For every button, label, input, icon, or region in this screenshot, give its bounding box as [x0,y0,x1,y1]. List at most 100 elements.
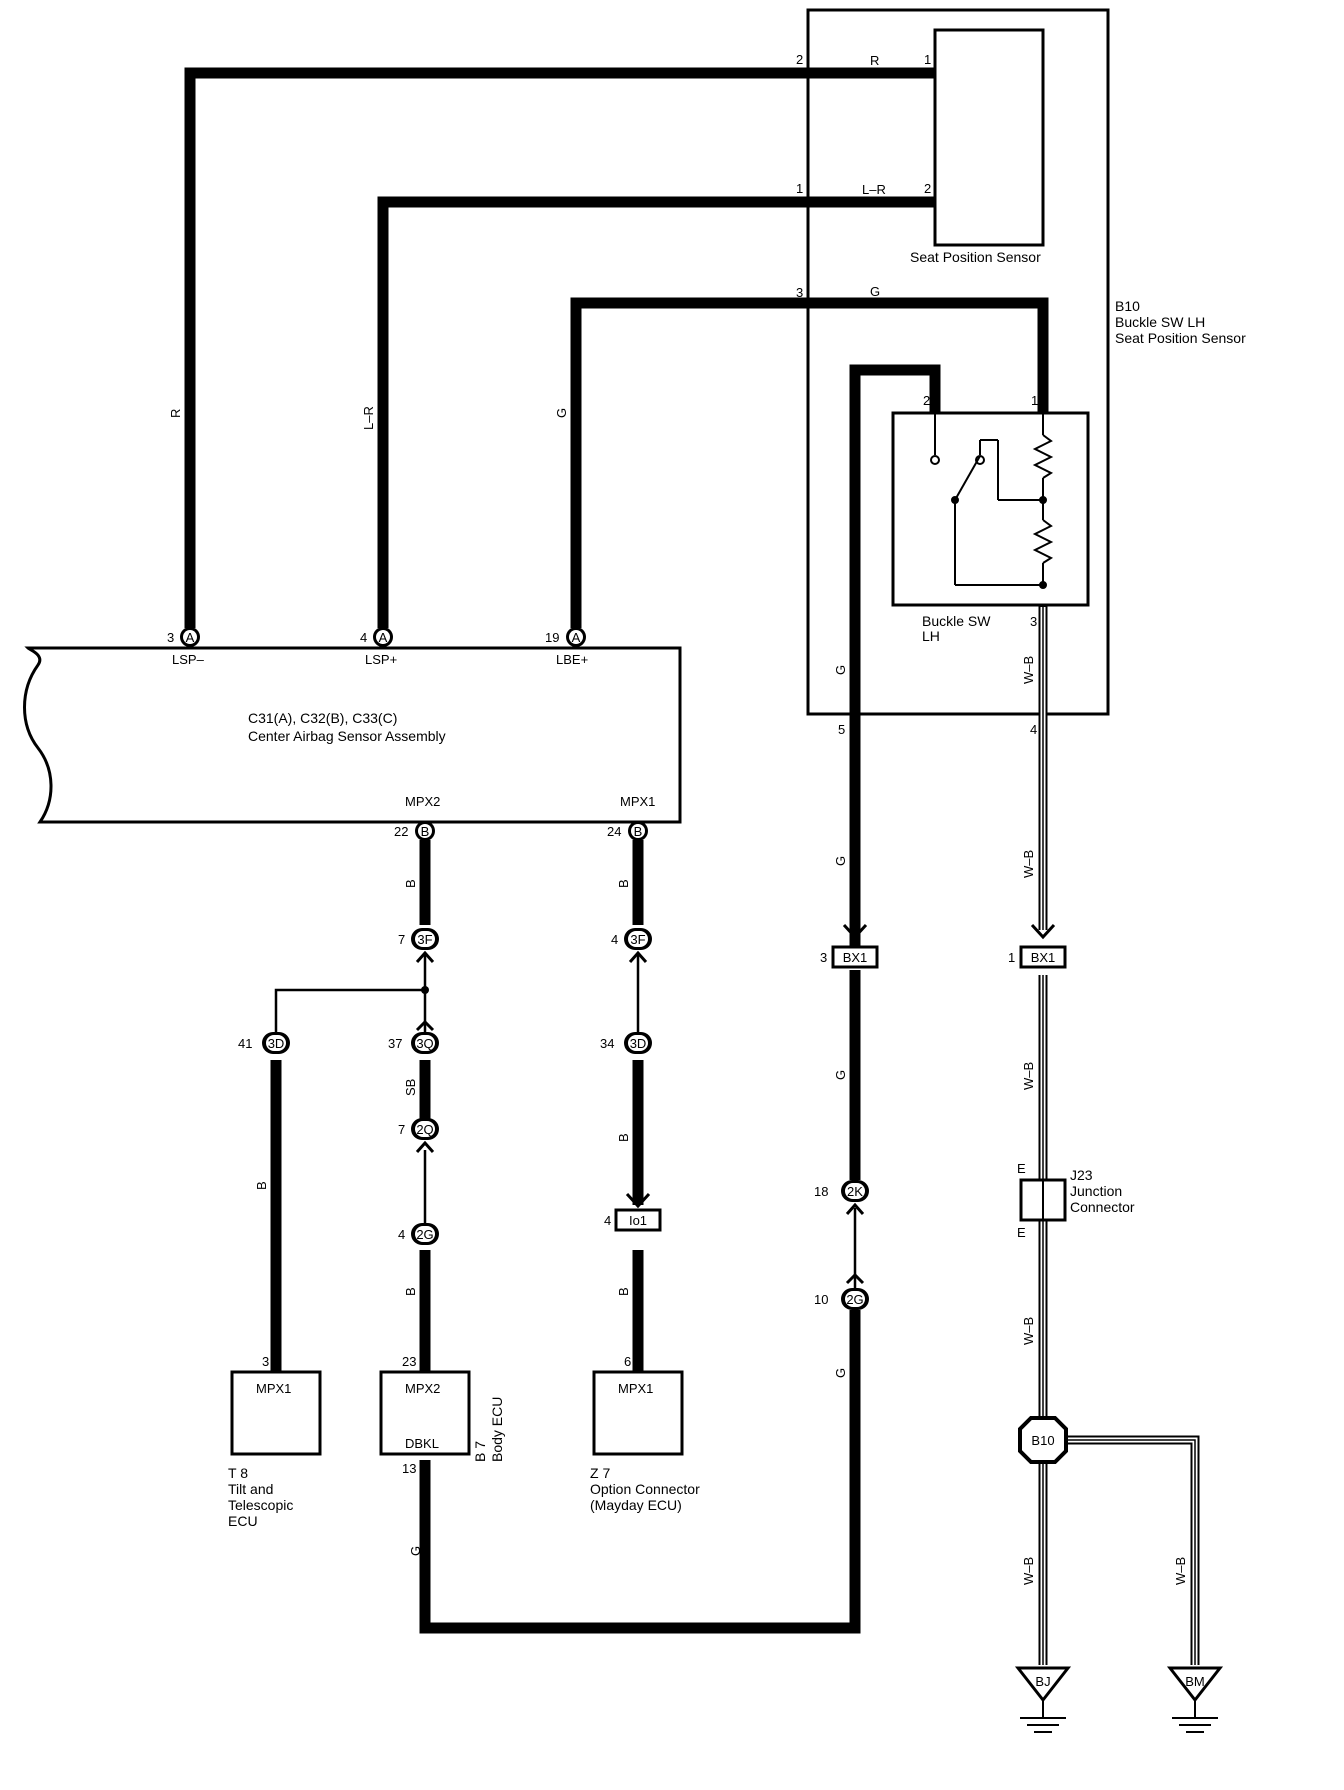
arrow-bx1-g [842,923,868,940]
buckle-sw-label-2: LH [922,628,940,644]
b10-component-box [806,8,1110,716]
connector-3d-41: 3D [262,1032,290,1054]
pin-lsp-plus: LSP+ [365,652,397,667]
svg-text:W–B: W–B [1021,1317,1036,1345]
svg-text:4: 4 [611,932,618,947]
svg-text:SB: SB [403,1079,418,1096]
svg-text:2Q: 2Q [416,1122,433,1137]
wb-arrow-bx1 [1030,923,1056,940]
svg-text:1: 1 [796,181,803,196]
j23-code: J23 [1070,1167,1093,1183]
j23-name-2: Connector [1070,1199,1135,1215]
wire-wb-double [1038,605,1200,1665]
svg-text:24: 24 [607,824,621,839]
j23-pin-bottom: E [1017,1225,1026,1240]
svg-text:19: 19 [545,630,559,645]
connector-b10-splice: B10 [1018,1416,1068,1464]
svg-text:W–B: W–B [1021,1557,1036,1585]
svg-text:B: B [403,1287,418,1296]
svg-text:G: G [833,1368,848,1378]
seat-position-sensor-label: Seat Position Sensor [910,249,1041,265]
svg-text:2: 2 [796,52,803,67]
svg-text:G: G [408,1546,423,1556]
svg-text:G: G [833,1070,848,1080]
buckle-switch-symbol [930,410,1054,589]
wire-harness-top [184,67,1049,950]
b10-code: B10 [1115,298,1140,314]
connector-arrows [415,950,865,1285]
connector-io1-4: Io1 [614,1208,662,1232]
svg-text:3: 3 [1030,614,1037,629]
seat-position-sensor-box [933,28,1045,247]
z7-code: Z 7 [590,1465,610,1481]
t8-name-3: ECU [228,1513,258,1529]
svg-text:4: 4 [1030,722,1037,737]
svg-text:3: 3 [796,285,803,300]
j23-name-1: Junction [1070,1183,1122,1199]
svg-text:5: 5 [838,722,845,737]
svg-text:2K: 2K [847,1184,863,1199]
svg-text:2G: 2G [846,1292,863,1307]
svg-text:22: 22 [394,824,408,839]
svg-text:18: 18 [814,1184,828,1199]
z7-name-2: (Mayday ECU) [590,1497,682,1513]
t8-code: T 8 [228,1465,248,1481]
svg-text:L–R: L–R [862,182,886,197]
svg-text:1: 1 [1031,393,1038,408]
z7-pin-label: MPX1 [618,1381,653,1396]
svg-text:B: B [616,1287,631,1296]
svg-text:41: 41 [238,1036,252,1051]
t8-name-1: Tilt and [228,1481,273,1497]
connector-b-24: B [628,821,648,841]
b7-name: Body ECU [489,1397,505,1462]
svg-text:10: 10 [814,1292,828,1307]
b7-code: B 7 [472,1441,488,1462]
svg-text:13: 13 [402,1461,416,1476]
svg-text:A: A [572,630,581,645]
airbag-ecu-codes: C31(A), C32(B), C33(C) [248,710,397,726]
svg-text:2: 2 [923,393,930,408]
svg-text:B: B [254,1181,269,1190]
t8-name-2: Telescopic [228,1497,293,1513]
pin-mpx1: MPX1 [620,794,655,809]
b7-box [379,1370,471,1456]
svg-text:G: G [833,856,848,866]
svg-text:BM: BM [1185,1674,1205,1689]
svg-text:B: B [616,879,631,888]
svg-text:2: 2 [924,181,931,196]
svg-text:R: R [168,409,183,418]
svg-text:34: 34 [600,1036,614,1051]
pin-mpx2: MPX2 [405,794,440,809]
svg-text:6: 6 [624,1354,631,1369]
connector-2g-4: 2G [411,1223,439,1245]
svg-text:W–B: W–B [1021,1062,1036,1090]
connector-3f-7: 3F [411,928,439,950]
j23-pin-top: E [1017,1161,1026,1176]
svg-text:3F: 3F [630,932,645,947]
svg-text:W–B: W–B [1021,656,1036,684]
ground-bm: BM [1166,1666,1224,1733]
connector-2k-18: 2K [841,1180,869,1202]
svg-text:3D: 3D [268,1036,285,1051]
splice-point [421,986,429,994]
connector-b-22: B [415,821,435,841]
connector-a-4: A [373,627,393,647]
pin-lsp-minus: LSP– [172,652,205,667]
svg-text:BJ: BJ [1035,1674,1050,1689]
connector-3q-37: 3Q [411,1032,439,1054]
svg-text:BX1: BX1 [1031,950,1056,965]
svg-text:3Q: 3Q [416,1036,433,1051]
connector-bx1-3: BX1 [831,945,879,969]
connector-2g-10: 2G [841,1288,869,1310]
connector-2q-7: 2Q [411,1118,439,1140]
svg-text:G: G [554,408,569,418]
wire-harness-bottom [270,840,861,1634]
svg-text:4: 4 [398,1227,405,1242]
connector-a-3: A [180,627,200,647]
wire-color-labels: R L–R G G G G G G B B B SB B B B W–B W–B… [168,53,1188,1585]
arrow-io1 [625,1192,651,1209]
svg-text:B10: B10 [1031,1433,1054,1448]
svg-text:3: 3 [262,1354,269,1369]
pin-numbers: 2 1 1 2 3 2 1 3 5 4 3 4 19 22 24 7 4 3 1… [167,52,1038,1476]
